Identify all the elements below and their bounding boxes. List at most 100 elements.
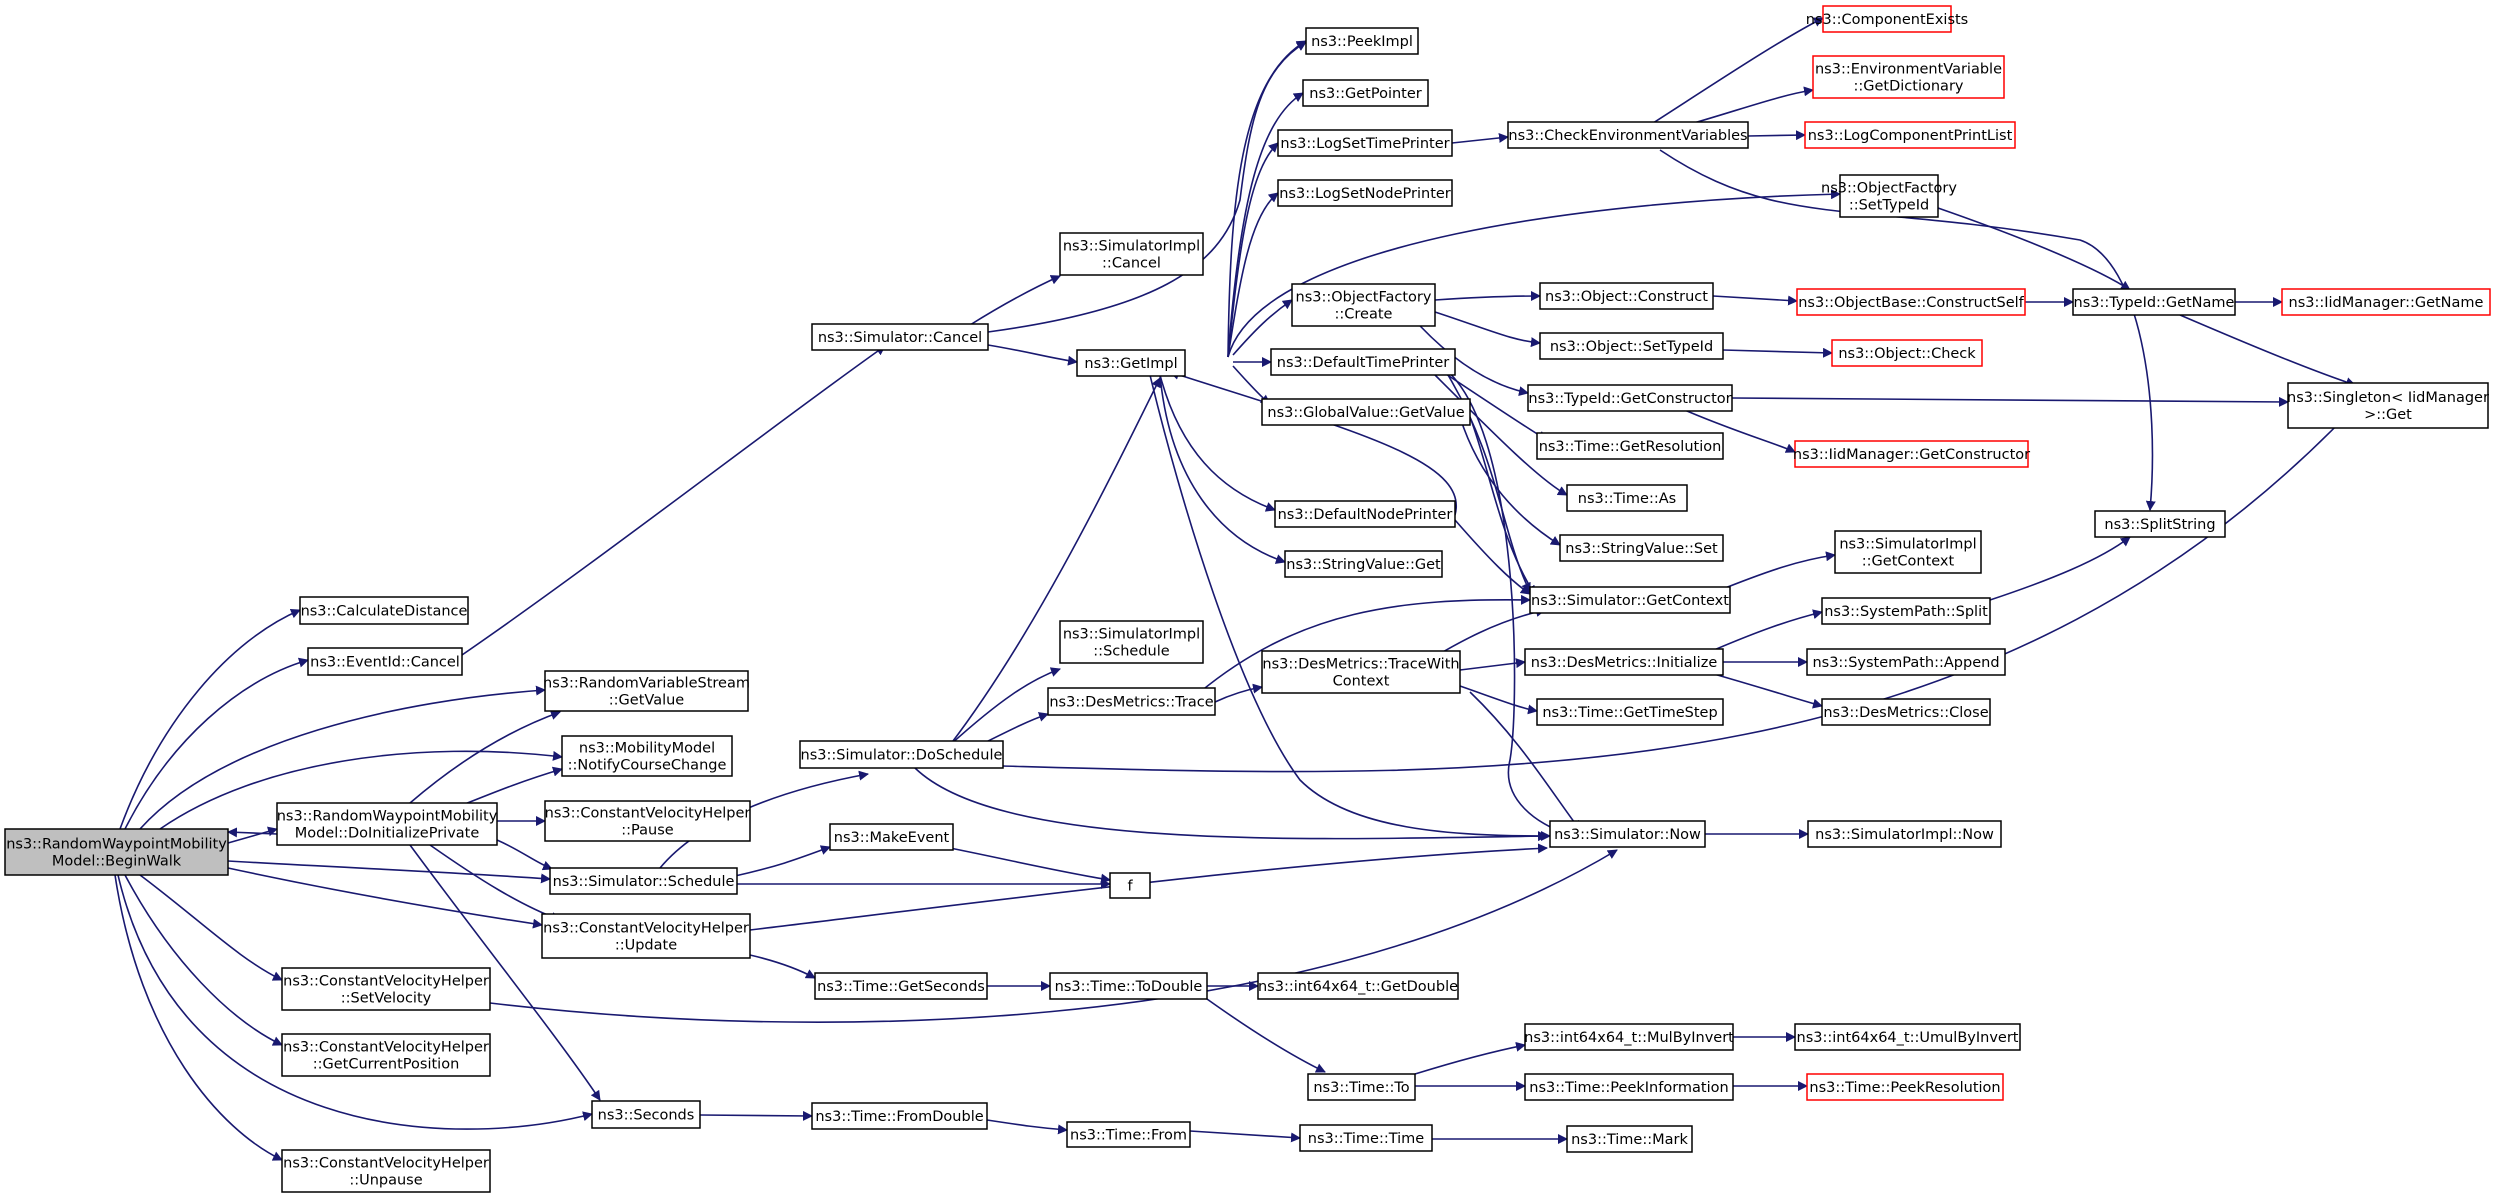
node-desinit[interactable]: ns3::DesMetrics::Initialize bbox=[1524, 648, 1724, 676]
node-box bbox=[1821, 597, 1991, 625]
node-simnow[interactable]: ns3::Simulator::Now bbox=[1549, 820, 1706, 848]
node-objconstruct[interactable]: ns3::Object::Construct bbox=[1539, 282, 1714, 310]
node-i64mulbyinv[interactable]: ns3::int64x64_t::MulByInvert bbox=[1524, 1023, 1734, 1051]
node-getimpl[interactable]: ns3::GetImpl bbox=[1076, 349, 1186, 377]
node-box bbox=[541, 913, 751, 959]
node-cvhsetvel[interactable]: ns3::ConstantVelocityHelper::SetVelocity bbox=[281, 967, 491, 1011]
node-simgetcontext[interactable]: ns3::Simulator::GetContext bbox=[1529, 586, 1731, 614]
node-box bbox=[1059, 232, 1204, 276]
node-box bbox=[1821, 698, 1991, 726]
node-makeevent[interactable]: ns3::MakeEvent bbox=[829, 823, 954, 851]
node-typeidgetctor[interactable]: ns3::TypeId::GetConstructor bbox=[1527, 384, 1733, 412]
node-label: ns3::Time::As bbox=[1578, 491, 1676, 507]
node-objbaseconstruct[interactable]: ns3::ObjectBase::ConstructSelf bbox=[1796, 288, 2026, 316]
node-label: ns3::Time::To bbox=[1313, 1080, 1409, 1096]
edge-simcancel-simimplcancel bbox=[969, 275, 1061, 326]
edge-simgetcontext-simimplgetctx bbox=[1714, 551, 1836, 593]
node-objcheck[interactable]: ns3::Object::Check bbox=[1831, 339, 1983, 367]
node-logcompprint[interactable]: ns3::LogComponentPrintList bbox=[1804, 121, 2016, 149]
node-objsettypeid[interactable]: ns3::Object::SetTypeId bbox=[1539, 332, 1724, 360]
edge-logsettime-checkenv bbox=[1451, 132, 1509, 144]
node-getpointer[interactable]: ns3::GetPointer bbox=[1302, 79, 1429, 107]
node-box bbox=[1804, 121, 2016, 149]
node-checkenv[interactable]: ns3::CheckEnvironmentVariables bbox=[1507, 121, 1749, 149]
node-box bbox=[1794, 1023, 2021, 1051]
node-timegetstep[interactable]: ns3::Time::GetTimeStep bbox=[1536, 698, 1724, 726]
node-simschedule[interactable]: ns3::Simulator::Schedule bbox=[549, 867, 738, 895]
node-beginwalk[interactable]: ns3::RandomWaypointMobilityModel::BeginW… bbox=[4, 828, 229, 876]
node-logsetnode[interactable]: ns3::LogSetNodePrinter bbox=[1277, 179, 1453, 207]
node-f[interactable]: f bbox=[1109, 872, 1151, 899]
node-simimplgetctx[interactable]: ns3::SimulatorImpl::GetContext bbox=[1834, 530, 1982, 574]
node-simcancel[interactable]: ns3::Simulator::Cancel bbox=[811, 323, 989, 351]
node-deftimeprinter[interactable]: ns3::DefaultTimePrinter bbox=[1270, 348, 1456, 376]
edge-objfactsettype-typeidgetname bbox=[1937, 207, 2131, 291]
node-singletonget[interactable]: ns3::Singleton< IidManager >::Get bbox=[2287, 382, 2489, 429]
node-syspathsplit[interactable]: ns3::SystemPath::Split bbox=[1821, 597, 1991, 625]
node-compexists[interactable]: ns3::ComponentExists bbox=[1806, 5, 1969, 33]
node-desclose[interactable]: ns3::DesMetrics::Close bbox=[1821, 698, 1991, 726]
edge-seconds-fromdouble bbox=[699, 1110, 813, 1121]
node-label: ns3::Simulator::Now bbox=[1554, 827, 1701, 843]
node-label: ns3::Time::From bbox=[1070, 1128, 1187, 1144]
node-calcdist[interactable]: ns3::CalculateDistance bbox=[299, 596, 469, 625]
node-cvhupdate[interactable]: ns3::ConstantVelocityHelper::Update bbox=[541, 913, 751, 959]
node-seconds[interactable]: ns3::Seconds bbox=[591, 1100, 701, 1129]
node-cvhpause[interactable]: ns3::ConstantVelocityHelper::Pause bbox=[544, 800, 751, 842]
node-label: ns3::ComponentExists bbox=[1806, 12, 1969, 28]
edge-doinit-cvhupdate bbox=[429, 844, 561, 922]
node-notifycourse[interactable]: ns3::MobilityModel::NotifyCourseChange bbox=[561, 735, 733, 777]
node-todouble[interactable]: ns3::Time::ToDouble bbox=[1049, 972, 1208, 1000]
node-peekinfo[interactable]: ns3::Time::PeekInformation bbox=[1524, 1073, 1734, 1101]
node-fromdouble[interactable]: ns3::Time::FromDouble bbox=[811, 1102, 988, 1130]
node-gvgetvalue[interactable]: ns3::GlobalValue::GetValue bbox=[1261, 398, 1471, 426]
node-box bbox=[1839, 174, 1939, 218]
node-box bbox=[299, 596, 469, 625]
node-envgetdict[interactable]: ns3::EnvironmentVariable::GetDictionary bbox=[1812, 55, 2005, 99]
node-timeto[interactable]: ns3::Time::To bbox=[1307, 1073, 1416, 1101]
node-timefrom[interactable]: ns3::Time::From bbox=[1066, 1121, 1191, 1148]
node-typeidgetname[interactable]: ns3::TypeId::GetName bbox=[2072, 288, 2236, 316]
node-label: ns3::Time::GetSeconds bbox=[817, 979, 985, 995]
node-box bbox=[1284, 550, 1443, 578]
node-objfactsettype[interactable]: ns3::ObjectFactory::SetTypeId bbox=[1821, 174, 1957, 218]
node-splitstring[interactable]: ns3::SplitString bbox=[2094, 510, 2226, 538]
node-logsettime[interactable]: ns3::LogSetTimePrinter bbox=[1277, 129, 1453, 157]
edge-getimpl-getpointer bbox=[1227, 92, 1304, 358]
node-simimplschedule[interactable]: ns3::SimulatorImpl::Schedule bbox=[1059, 620, 1204, 664]
edge-typeidgetname-singleton bbox=[2179, 314, 2356, 387]
node-peekres[interactable]: ns3::Time::PeekResolution bbox=[1806, 1073, 2004, 1101]
node-desmetricstrace[interactable]: ns3::DesMetrics::Trace bbox=[1047, 687, 1216, 716]
node-cvhgetpos[interactable]: ns3::ConstantVelocityHelper::GetCurrentP… bbox=[281, 1033, 491, 1077]
node-label: ns3::SimulatorImpl bbox=[1063, 627, 1200, 643]
node-timetime[interactable]: ns3::Time::Time bbox=[1299, 1124, 1433, 1152]
edge-timefrom-timetime bbox=[1189, 1130, 1301, 1143]
node-simimplcancel[interactable]: ns3::SimulatorImpl::Cancel bbox=[1059, 232, 1204, 276]
node-doinit[interactable]: ns3::RandomWaypointMobilityModel::DoInit… bbox=[276, 802, 498, 846]
node-defnodeprinter[interactable]: ns3::DefaultNodePrinter bbox=[1274, 500, 1456, 528]
node-objfactcreate[interactable]: ns3::ObjectFactory::Create bbox=[1291, 283, 1436, 327]
node-syspathappend[interactable]: ns3::SystemPath::Append bbox=[1806, 648, 2006, 676]
node-timegetres[interactable]: ns3::Time::GetResolution bbox=[1536, 432, 1724, 460]
node-peekimpl[interactable]: ns3::PeekImpl bbox=[1305, 27, 1419, 55]
edge-getimpl-stringvalueget bbox=[1159, 374, 1286, 564]
node-iidgetctor[interactable]: ns3::IidManager::GetConstructor bbox=[1793, 440, 2030, 468]
node-timeas[interactable]: ns3::Time::As bbox=[1566, 484, 1688, 512]
node-stringvalueget[interactable]: ns3::StringValue::Get bbox=[1284, 550, 1443, 578]
node-cvhunpause[interactable]: ns3::ConstantVelocityHelper::Unpause bbox=[281, 1149, 491, 1193]
node-stringvalueset[interactable]: ns3::StringValue::Set bbox=[1559, 534, 1724, 562]
node-simimplnow[interactable]: ns3::SimulatorImpl::Now bbox=[1807, 820, 2002, 848]
node-i64umulbyinv[interactable]: ns3::int64x64_t::UmulByInvert bbox=[1794, 1023, 2021, 1051]
node-timemark[interactable]: ns3::Time::Mark bbox=[1566, 1125, 1693, 1153]
edge-beginwalk-simschedule bbox=[227, 860, 551, 884]
node-eventcancel[interactable]: ns3::EventId::Cancel bbox=[307, 647, 463, 676]
node-rvsgetvalue[interactable]: ns3::RandomVariableStream::GetValue bbox=[543, 670, 750, 712]
edge-deftimeprinter-timeas bbox=[1429, 369, 1568, 496]
node-label: ::GetDictionary bbox=[1854, 79, 1964, 95]
node-label: ns3::TypeId::GetConstructor bbox=[1528, 391, 1731, 407]
node-i64getdouble[interactable]: ns3::int64x64_t::GetDouble bbox=[1257, 972, 1459, 1000]
node-simdoschedule[interactable]: ns3::Simulator::DoSchedule bbox=[799, 740, 1004, 769]
node-getseconds[interactable]: ns3::Time::GetSeconds bbox=[814, 972, 988, 1000]
node-iidgetname[interactable]: ns3::IidManager::GetName bbox=[2281, 288, 2491, 316]
